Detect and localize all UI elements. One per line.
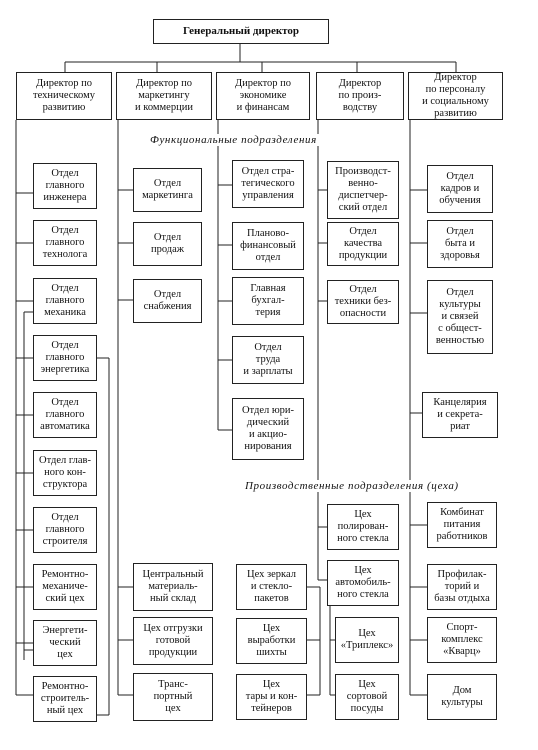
mkt-sales-dept: Отдел продаж bbox=[133, 222, 202, 266]
hr-sport-complex: Спорт- комплекс «Кварц» bbox=[427, 617, 497, 663]
mkt-transport-shop: Транс- портный цех bbox=[133, 673, 213, 721]
prod-triplex-shop: Цех «Триплекс» bbox=[335, 617, 399, 663]
hr-living-health: Отдел быта и здоровья bbox=[427, 220, 493, 268]
tech-chief-automation: Отдел главного автоматика bbox=[33, 392, 97, 438]
director-technical: Директор по техническому развитию bbox=[16, 72, 112, 120]
eco-mirrors-glass-units-shop: Цех зеркал и стекло- пакетов bbox=[236, 564, 307, 610]
general-director-box: Генеральный директор bbox=[153, 19, 329, 44]
director-marketing: Директор по маркетингу и коммерции bbox=[116, 72, 212, 120]
mkt-shipping-shop: Цех отгрузки готовой продукции bbox=[133, 617, 213, 665]
eco-batch-production-shop: Цех выработки шихты bbox=[236, 618, 307, 664]
director-economics: Директор по экономике и финансам bbox=[216, 72, 310, 120]
hr-chancellery: Канцелярия и секрета- риат bbox=[422, 392, 498, 438]
tech-chief-builder: Отдел главного строителя bbox=[33, 507, 97, 553]
hr-personnel-training: Отдел кадров и обучения bbox=[427, 165, 493, 213]
eco-containers-shop: Цех тары и кон- тейнеров bbox=[236, 674, 307, 720]
prod-dispatch-dept: Производст- венно- диспетчер- ский отдел bbox=[327, 161, 399, 219]
section-production-label: Производственные подразделения (цеха) bbox=[243, 480, 461, 492]
tech-repair-construction-shop: Ремонтно- строитель- ный цех bbox=[33, 676, 97, 722]
tech-energy-shop: Энергети- ческий цех bbox=[33, 620, 97, 666]
prod-quality-dept: Отдел качества продукции bbox=[327, 222, 399, 266]
tech-repair-mechanical-shop: Ремонтно- механиче- ский цех bbox=[33, 564, 97, 610]
mkt-marketing-dept: Отдел маркетинга bbox=[133, 168, 202, 212]
prod-safety-dept: Отдел техники без- опасности bbox=[327, 280, 399, 324]
prod-tableware-shop: Цех сортовой посуды bbox=[335, 674, 399, 720]
hr-catering-plant: Комбинат питания работников bbox=[427, 502, 497, 548]
section-functional-label: Функциональные подразделения bbox=[148, 134, 319, 146]
hr-sanatorium-resorts: Профилак- торий и базы отдыха bbox=[427, 564, 497, 610]
mkt-supply-dept: Отдел снабжения bbox=[133, 279, 202, 323]
eco-strategic-management: Отдел стра- тегического управления bbox=[232, 160, 304, 208]
hr-culture-public-relations: Отдел культуры и связей с общест- веннос… bbox=[427, 280, 493, 354]
tech-chief-power-engineer: Отдел главного энергетика bbox=[33, 335, 97, 381]
eco-legal-shareholding: Отдел юри- дический и акцио- нирования bbox=[232, 398, 304, 460]
hr-house-of-culture: Дом культуры bbox=[427, 674, 497, 720]
tech-chief-designer: Отдел глав- ного кон- структора bbox=[33, 450, 97, 496]
eco-planning-finance: Планово- финансовый отдел bbox=[232, 222, 304, 270]
eco-labor-salary: Отдел труда и зарплаты bbox=[232, 336, 304, 384]
director-production: Директор по произ- водству bbox=[316, 72, 404, 120]
tech-chief-engineer: Отдел главного инженера bbox=[33, 163, 97, 209]
eco-chief-accounting: Главная бухгал- терия bbox=[232, 277, 304, 325]
tech-chief-mechanic: Отдел главного механика bbox=[33, 278, 97, 324]
prod-auto-glass-shop: Цех автомобиль- ного стекла bbox=[327, 560, 399, 606]
tech-chief-technologist: Отдел главного технолога bbox=[33, 220, 97, 266]
prod-polished-glass-shop: Цех полирован- ного стекла bbox=[327, 504, 399, 550]
director-personnel: Директор по персоналу и социальному разв… bbox=[408, 72, 503, 120]
mkt-central-warehouse: Центральный материаль- ный склад bbox=[133, 563, 213, 611]
